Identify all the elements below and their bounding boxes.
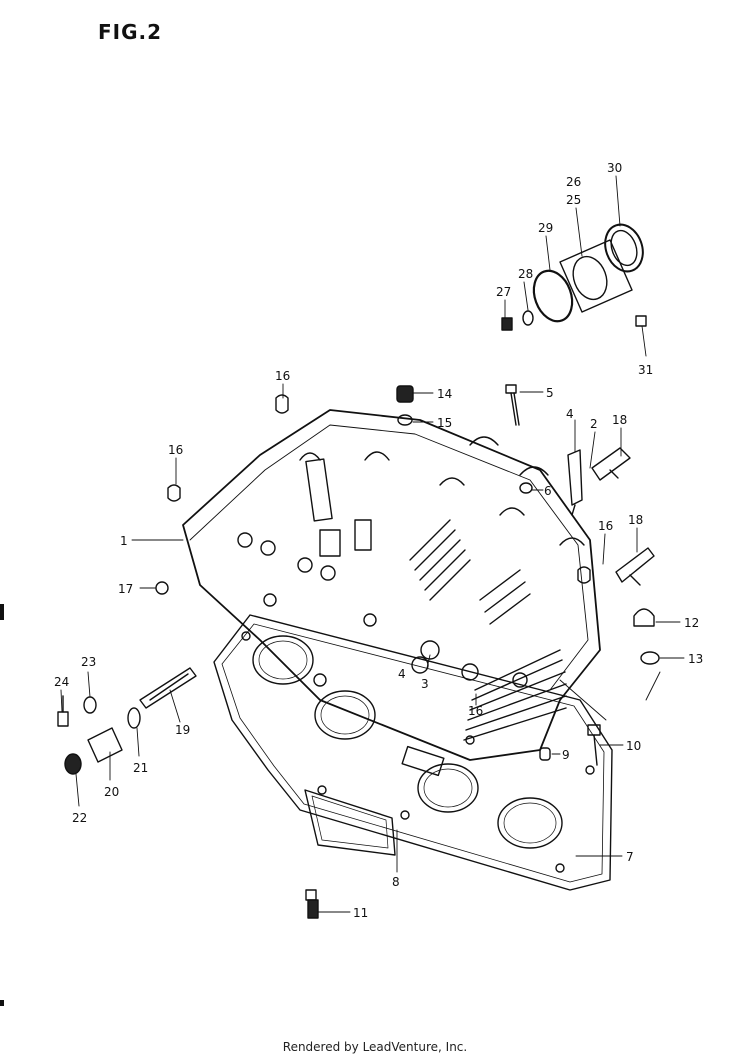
callout-21: 21 <box>133 761 148 775</box>
callout-1: 1 <box>120 534 128 548</box>
callout-13: 13 <box>688 652 703 666</box>
callout-3: 3 <box>421 677 429 691</box>
callout-20: 20 <box>104 785 119 799</box>
dowel-16c-drawing <box>577 566 591 584</box>
callout-6: 6 <box>544 484 552 498</box>
plug-9-drawing <box>539 747 551 761</box>
callout-15: 15 <box>437 416 452 430</box>
callout-29: 29 <box>538 221 553 235</box>
callout-22: 22 <box>72 811 87 825</box>
callout-14: 14 <box>437 387 452 401</box>
callout-26: 26 <box>566 175 581 189</box>
callout-9: 9 <box>562 748 570 762</box>
cap-nut-12-drawing <box>633 608 655 627</box>
callout-11: 11 <box>353 906 368 920</box>
dowel-6-drawing <box>519 482 533 494</box>
washer-13-drawing <box>640 651 660 665</box>
tensioner-assembly-drawing <box>57 667 197 775</box>
callout-18b: 18 <box>628 513 643 527</box>
callout-4a: 4 <box>566 407 574 421</box>
callout-12: 12 <box>684 616 699 630</box>
callout-16d: 16 <box>468 704 483 718</box>
dowel-16a-drawing <box>275 394 289 414</box>
cap-nut-drawing <box>396 385 414 426</box>
callout-27: 27 <box>496 285 511 299</box>
callout-10: 10 <box>626 739 641 753</box>
callout-17: 17 <box>118 582 133 596</box>
bolt-10-drawing <box>587 724 601 766</box>
head-bolt-drawing <box>505 384 520 426</box>
cam-tunnel-gasket-drawing <box>304 789 396 856</box>
scan-mark <box>0 1000 4 1006</box>
cylinder-head-drawing <box>182 409 601 761</box>
scan-mark <box>0 604 4 620</box>
callout-2: 2 <box>590 417 598 431</box>
callout-31: 31 <box>638 363 653 377</box>
spark-plug-drawing <box>567 449 583 516</box>
callout-16b: 16 <box>168 443 183 457</box>
plug-17-drawing <box>155 581 169 595</box>
leader-lines <box>60 175 685 913</box>
callout-7: 7 <box>626 850 634 864</box>
callout-23: 23 <box>81 655 96 669</box>
oil-fitting-drawing <box>591 447 631 481</box>
callout-19: 19 <box>175 723 190 737</box>
callout-18a: 18 <box>612 413 627 427</box>
callout-25: 25 <box>566 193 581 207</box>
head-gasket-drawing <box>213 614 613 891</box>
callout-24: 24 <box>54 675 69 689</box>
callout-16a: 16 <box>275 369 290 383</box>
callout-30: 30 <box>607 161 622 175</box>
callout-5: 5 <box>546 386 554 400</box>
figure-title: FIG.2 <box>98 20 163 44</box>
callout-8: 8 <box>392 875 400 889</box>
bolt-11-drawing <box>305 889 319 919</box>
temperature-sensor-drawing <box>615 547 655 586</box>
intake-pipe-drawing <box>501 223 647 331</box>
callout-28: 28 <box>518 267 533 281</box>
footer-credit: Rendered by LeadVenture, Inc. <box>282 1040 468 1054</box>
dowel-16b-drawing <box>167 484 181 502</box>
callout-4b: 4 <box>398 667 406 681</box>
callout-16c: 16 <box>598 519 613 533</box>
